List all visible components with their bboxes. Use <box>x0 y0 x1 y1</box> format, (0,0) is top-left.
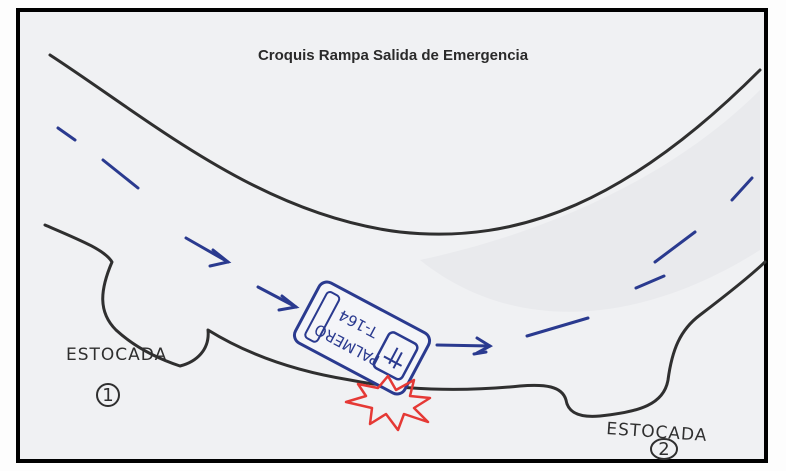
paper-shadow <box>420 90 760 312</box>
impact-mark <box>344 374 432 432</box>
direction-arrow-1 <box>184 236 232 268</box>
stocade-2-circle <box>650 438 678 460</box>
direction-arrow-2 <box>256 285 300 312</box>
road-upper-edge <box>48 53 762 236</box>
stocade-2-number: 2 <box>658 439 669 460</box>
direction-arrow-3 <box>435 336 494 355</box>
stocade-1-label: ESTOCADA <box>66 345 167 365</box>
stocade-1-circle <box>96 383 120 407</box>
stocade-2-label: ESTOCADA <box>606 419 708 446</box>
vehicle: T-164 PALMERO <box>292 280 432 396</box>
sketch-title: Croquis Rampa Salida de Emergencia <box>257 47 529 64</box>
stocade-1-number: 1 <box>102 385 113 406</box>
